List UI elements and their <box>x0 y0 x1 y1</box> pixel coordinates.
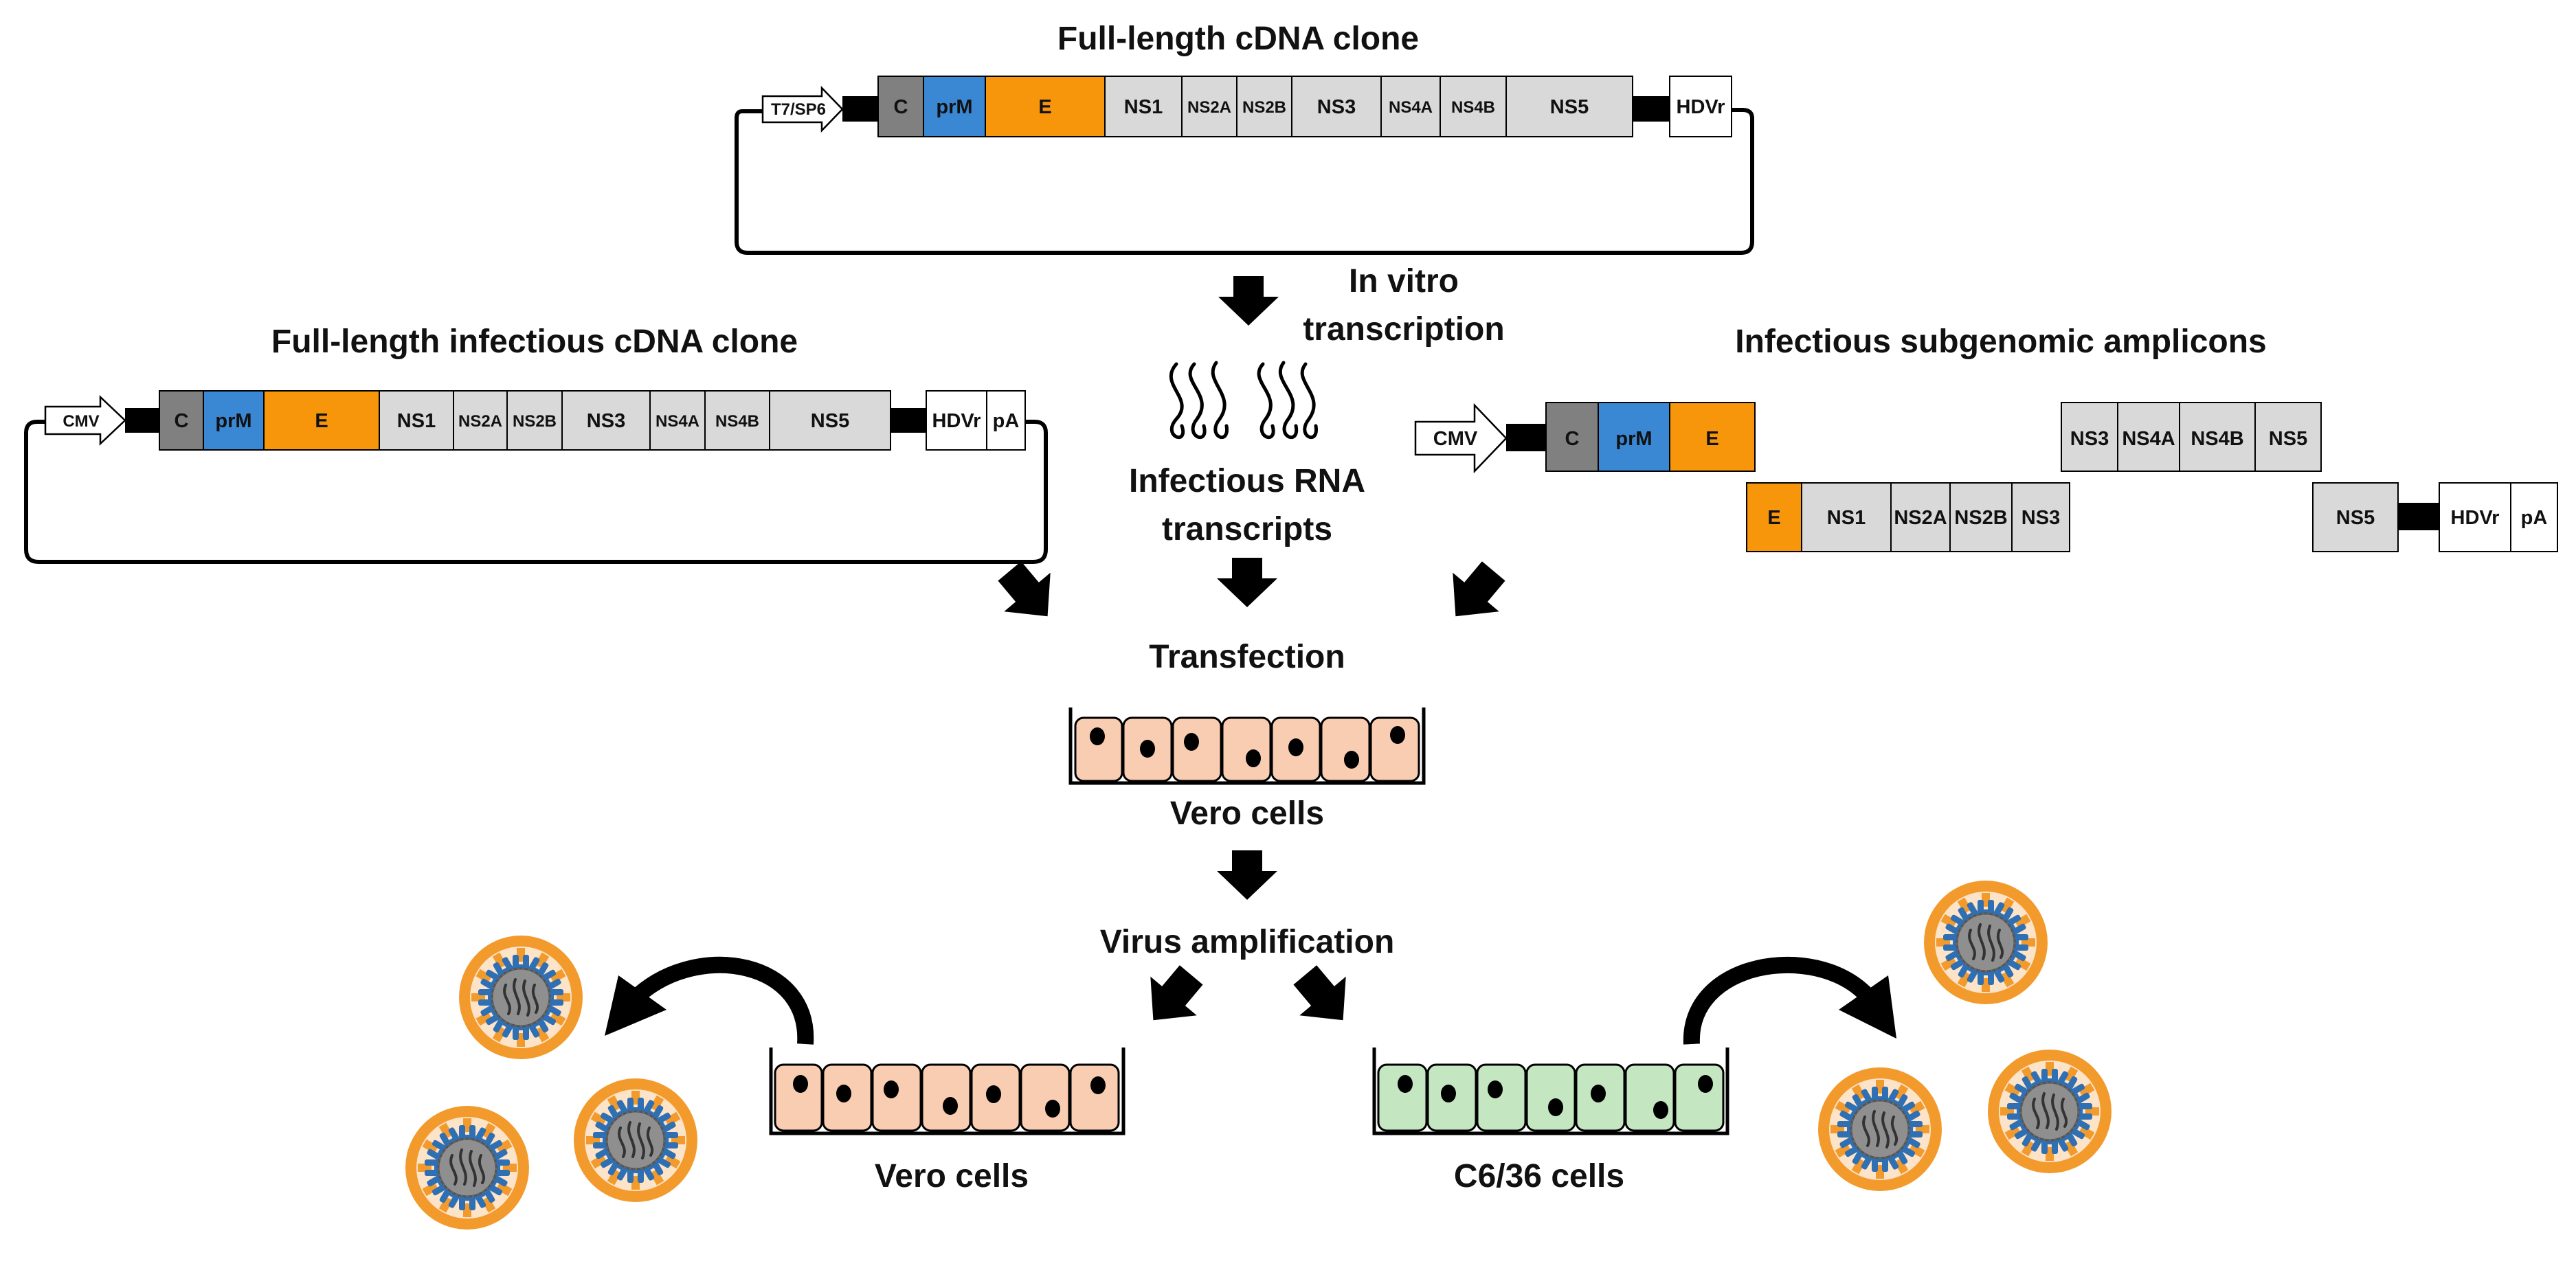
top-gene-ns4a: NS4A <box>1389 98 1433 117</box>
left-clone-construct: CMV C prM E NS1 NS2A NS2B NS3 NS4A NS4B … <box>24 390 1048 564</box>
arrow-rna-to-transfection <box>1217 558 1277 607</box>
rna-transcripts-icon <box>1169 361 1318 440</box>
left-end-hdvr: HDVr <box>932 410 981 432</box>
step-vero-cells-bottom: Vero cells <box>875 1158 1029 1195</box>
top-plasmid-backbone <box>735 108 1754 255</box>
amp1-gene-e: E <box>1705 428 1718 450</box>
arrow-amplification-right <box>1293 965 1346 1021</box>
top-gene-e: E <box>1038 96 1051 118</box>
amp1-gene-prm: prM <box>1615 428 1652 450</box>
left-promoter-arrow <box>44 395 126 446</box>
step-c636-cells: C6/36 cells <box>1454 1158 1624 1195</box>
step-transfection: Transfection <box>1149 639 1345 675</box>
amp2-gene-ns2b: NS2B <box>1954 507 2007 529</box>
arrow-amplicons-to-transfection <box>1453 561 1505 617</box>
amp3-gene-ns4b: NS4B <box>2191 428 2243 450</box>
amp3-gene-ns5: NS5 <box>2269 428 2307 450</box>
left-linker-right <box>891 408 926 433</box>
virion-icon <box>1818 1067 1942 1191</box>
top-end-hdvr: HDVr <box>1677 96 1725 118</box>
top-gene-ns2a: NS2A <box>1187 98 1231 117</box>
left-gene-ns1: NS1 <box>397 410 436 432</box>
top-gene-ns4b: NS4B <box>1451 98 1495 117</box>
amp2-gene-ns1: NS1 <box>1827 507 1866 529</box>
top-gene-ns2b: NS2B <box>1242 98 1286 117</box>
top-gene-c: C <box>894 96 908 118</box>
arrow-in-vitro <box>1218 276 1279 326</box>
amplicon-fragment-1: CMV C prM E <box>1414 402 1756 474</box>
left-end-pa: pA <box>993 410 1020 432</box>
top-gene-ns5: NS5 <box>1550 96 1589 118</box>
title-full-length-infectious-cdna-clone: Full-length infectious cDNA clone <box>271 324 798 360</box>
left-gene-ns2b: NS2B <box>513 412 557 431</box>
arrow-amplification-left <box>1150 965 1203 1021</box>
top-gene-ns3: NS3 <box>1317 96 1356 118</box>
amp4-gene-ns5: NS5 <box>2336 507 2375 529</box>
step-virus-amplification: Virus amplification <box>1100 924 1395 960</box>
amp2-gene-ns3: NS3 <box>2021 507 2060 529</box>
amp4-end-hdvr: HDVr <box>2451 507 2500 529</box>
vero-cells-dish-bottom <box>769 1048 1125 1135</box>
curved-arrow-vero <box>605 956 814 1045</box>
amp3-gene-ns3: NS3 <box>2070 428 2109 450</box>
step-in-vitro-line1: In vitro <box>1349 263 1459 299</box>
title-infectious-subgenomic-amplicons: Infectious subgenomic amplicons <box>1735 324 2266 360</box>
virion-icon <box>574 1078 697 1202</box>
amp1-promoter-label: CMV <box>1433 428 1478 450</box>
amp2-gene-ns2a: NS2A <box>1894 507 1947 529</box>
c636-cells-dish <box>1372 1048 1729 1135</box>
amplicon-fragment-3: NS3 NS4A NS4B NS5 <box>2061 402 2322 472</box>
top-gene-prm: prM <box>936 96 972 118</box>
left-gene-ns5: NS5 <box>811 410 849 432</box>
step-in-vitro-line2: transcription <box>1303 311 1504 348</box>
amplicon-fragment-2: E NS1 NS2A NS2B NS3 <box>1746 482 2070 552</box>
virion-icon <box>459 936 583 1059</box>
left-gene-ns4a: NS4A <box>656 412 699 431</box>
amp3-gene-ns4a: NS4A <box>2122 428 2175 450</box>
left-gene-ns3: NS3 <box>587 410 625 432</box>
left-plasmid-backbone <box>24 420 1048 564</box>
left-gene-prm: prM <box>215 410 251 432</box>
left-linker-left <box>125 408 159 433</box>
left-gene-ns2a: NS2A <box>458 412 502 431</box>
amp2-gene-e: E <box>1767 507 1780 529</box>
amp1-gene-c: C <box>1565 428 1580 450</box>
curved-arrow-c636 <box>1683 956 1896 1045</box>
vero-cells-dish-top <box>1068 707 1426 785</box>
top-promoter-arrow <box>761 85 844 133</box>
step-rna-line2: transcripts <box>1162 511 1332 547</box>
top-linker-right <box>1633 96 1670 122</box>
step-vero-cells-top: Vero cells <box>1170 795 1324 832</box>
arrow-to-amplification <box>1217 850 1277 900</box>
amplicon-fragment-4: NS5 HDVr pA <box>2312 482 2558 552</box>
amp4-end-pa: pA <box>2521 507 2548 529</box>
left-gene-ns4b: NS4B <box>715 412 759 431</box>
title-full-length-cdna-clone: Full-length cDNA clone <box>1057 21 1419 57</box>
left-promoter-label: CMV <box>63 412 99 431</box>
virion-icon <box>405 1106 529 1230</box>
step-rna-line1: Infectious RNA <box>1129 463 1365 499</box>
top-clone-construct: T7/SP6 C prM E NS1 NS2A NS2B NS3 NS4A NS… <box>735 76 1754 255</box>
arrow-left-clone-to-transfection <box>998 561 1051 617</box>
virion-icon <box>1924 881 2048 1004</box>
top-gene-ns1: NS1 <box>1124 96 1163 118</box>
left-gene-c: C <box>175 410 189 432</box>
virion-icon <box>1988 1050 2112 1173</box>
top-linker-left <box>842 96 878 122</box>
left-gene-e: E <box>315 410 328 432</box>
top-promoter-label: T7/SP6 <box>771 100 826 119</box>
